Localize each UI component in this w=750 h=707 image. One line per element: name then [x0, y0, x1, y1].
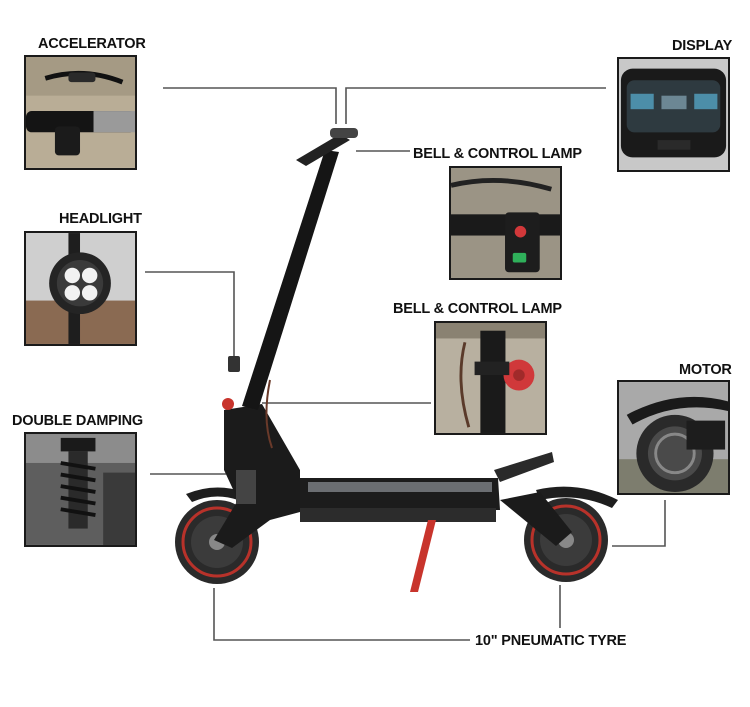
label-tyre: 10" PNEUMATIC TYRE [475, 633, 627, 649]
steering-stem [242, 150, 339, 410]
photo-headlight [24, 231, 137, 346]
photo-bell-control-lamp-mid [434, 321, 547, 435]
leader-display [345, 87, 606, 124]
label-motor: MOTOR [679, 362, 732, 378]
leader-lines [145, 87, 666, 641]
photo-bell-control-lamp-top [449, 166, 562, 280]
handlebar [296, 134, 350, 166]
leader-motor [612, 500, 666, 547]
label-bell-control-lamp-mid: BELL & CONTROL LAMP [393, 301, 562, 317]
stem-headlight [228, 356, 240, 372]
leader-headlight [145, 271, 235, 358]
front-damper [236, 470, 256, 504]
label-double-damping: DOUBLE DAMPING [12, 413, 143, 429]
leader-accelerator [163, 87, 337, 124]
photo-accelerator [24, 55, 137, 170]
kickstand [410, 520, 436, 592]
label-bell-control-lamp-top: BELL & CONTROL LAMP [413, 146, 582, 162]
photo-double-damping [24, 432, 137, 547]
label-display: DISPLAY [672, 38, 733, 54]
label-accelerator: ACCELERATOR [38, 36, 146, 52]
rear-fender [536, 486, 618, 508]
label-headlight: HEADLIGHT [59, 211, 142, 227]
front-fender [186, 487, 244, 502]
deck [300, 452, 554, 522]
photo-display [617, 57, 730, 172]
stem-bell [222, 398, 234, 410]
front-fork [214, 404, 300, 548]
rear-swing-arm [500, 492, 572, 546]
leader-tyre [213, 588, 470, 641]
handlebar-grip [330, 128, 358, 138]
brake-cable [265, 379, 273, 449]
photo-motor [617, 380, 730, 495]
